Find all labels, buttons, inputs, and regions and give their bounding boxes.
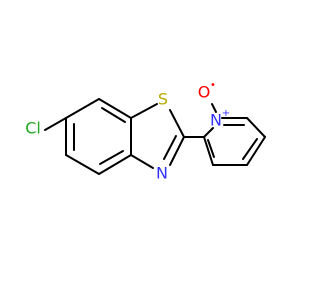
bond-c2-n-double [163, 135, 177, 160]
bond-cl-c [44, 117, 67, 131]
atom-o: O [198, 83, 211, 102]
bond-s-c2 [169, 109, 185, 138]
structure-canvas: Cl S N N + O • [25, 80, 266, 183]
bond-pyridine-double-2 [242, 138, 258, 160]
bond-layer [44, 98, 266, 175]
atom-cl: Cl [25, 119, 41, 138]
bond-c-s [130, 103, 158, 119]
atom-layer: Cl S N N + O • [25, 80, 230, 183]
atom-n-thiazole: N [156, 164, 168, 183]
atom-s: S [158, 90, 168, 109]
bond-c5-c4 [246, 136, 266, 166]
bond-benzene-double-1 [101, 107, 126, 123]
bond-n-c [130, 154, 154, 169]
bond-c6-c5 [246, 117, 266, 138]
bond-benzene-double-2 [99, 150, 124, 165]
charge-plus: + [222, 108, 230, 119]
molecule-diagram: Cl S N N + O • [25, 80, 266, 183]
bond-benzene-4 [98, 154, 132, 175]
bond-benzene-2 [98, 98, 132, 119]
bond-c2-n [169, 136, 185, 166]
bond-n-o [211, 103, 217, 113]
radical-dot: • [210, 80, 216, 91]
bond-c3-cpy [203, 136, 214, 166]
bond-cpy-n [203, 127, 214, 138]
bond-benzene-5 [65, 154, 100, 175]
bond-pyridine-double-3 [207, 139, 215, 158]
bond-benzene-1 [65, 98, 100, 119]
atom-n-pyridine: N [210, 111, 222, 130]
